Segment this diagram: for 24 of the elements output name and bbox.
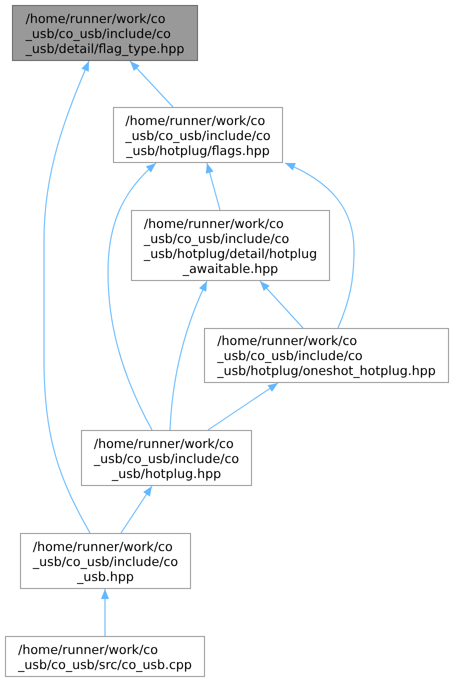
file-node — [113, 107, 283, 163]
file-path: /home/runner/work/co _usb/co_usb/include/co _usb/detail/flag_type.hpp — [26, 10, 184, 56]
file-node — [131, 210, 330, 281]
file-path: /home/runner/work/co _usb/co_usb/include/co _usb/hotplug/oneshot_hotplug.hpp — [217, 333, 436, 378]
include-arrow — [44, 60, 90, 534]
include-arrow — [170, 280, 208, 430]
include-arrow — [206, 162, 220, 210]
file-node — [5, 636, 205, 677]
file-path: /home/runner/work/co _usb/co_usb/include/co _usb/hotplug.hpp — [94, 436, 240, 480]
file-node — [204, 328, 449, 383]
file-path: /home/runner/work/co _usb/co_usb/src/co_usb.cpp — [18, 642, 192, 672]
include-arrow — [101, 588, 109, 636]
file-path: /home/runner/work/co _usb/co_usb/include/co _usb/hotplug/flags.hpp — [125, 112, 271, 158]
include-arrow — [284, 162, 354, 328]
include-arrow — [108, 162, 156, 430]
selected-file-node — [12, 5, 198, 61]
file-path: /home/runner/work/co _usb/co_usb/include/co _usb.hpp — [32, 538, 178, 584]
include-arrow — [208, 382, 278, 430]
file-path: /home/runner/work/co _usb/co_usb/include/co _usb/hotplug/detail/hotplug _awaitable.hpp — [144, 216, 318, 276]
include-arrow — [120, 486, 152, 534]
include-arrow — [130, 60, 174, 108]
file-node — [81, 430, 252, 486]
file-node — [20, 533, 191, 589]
include-arrow — [260, 280, 304, 328]
